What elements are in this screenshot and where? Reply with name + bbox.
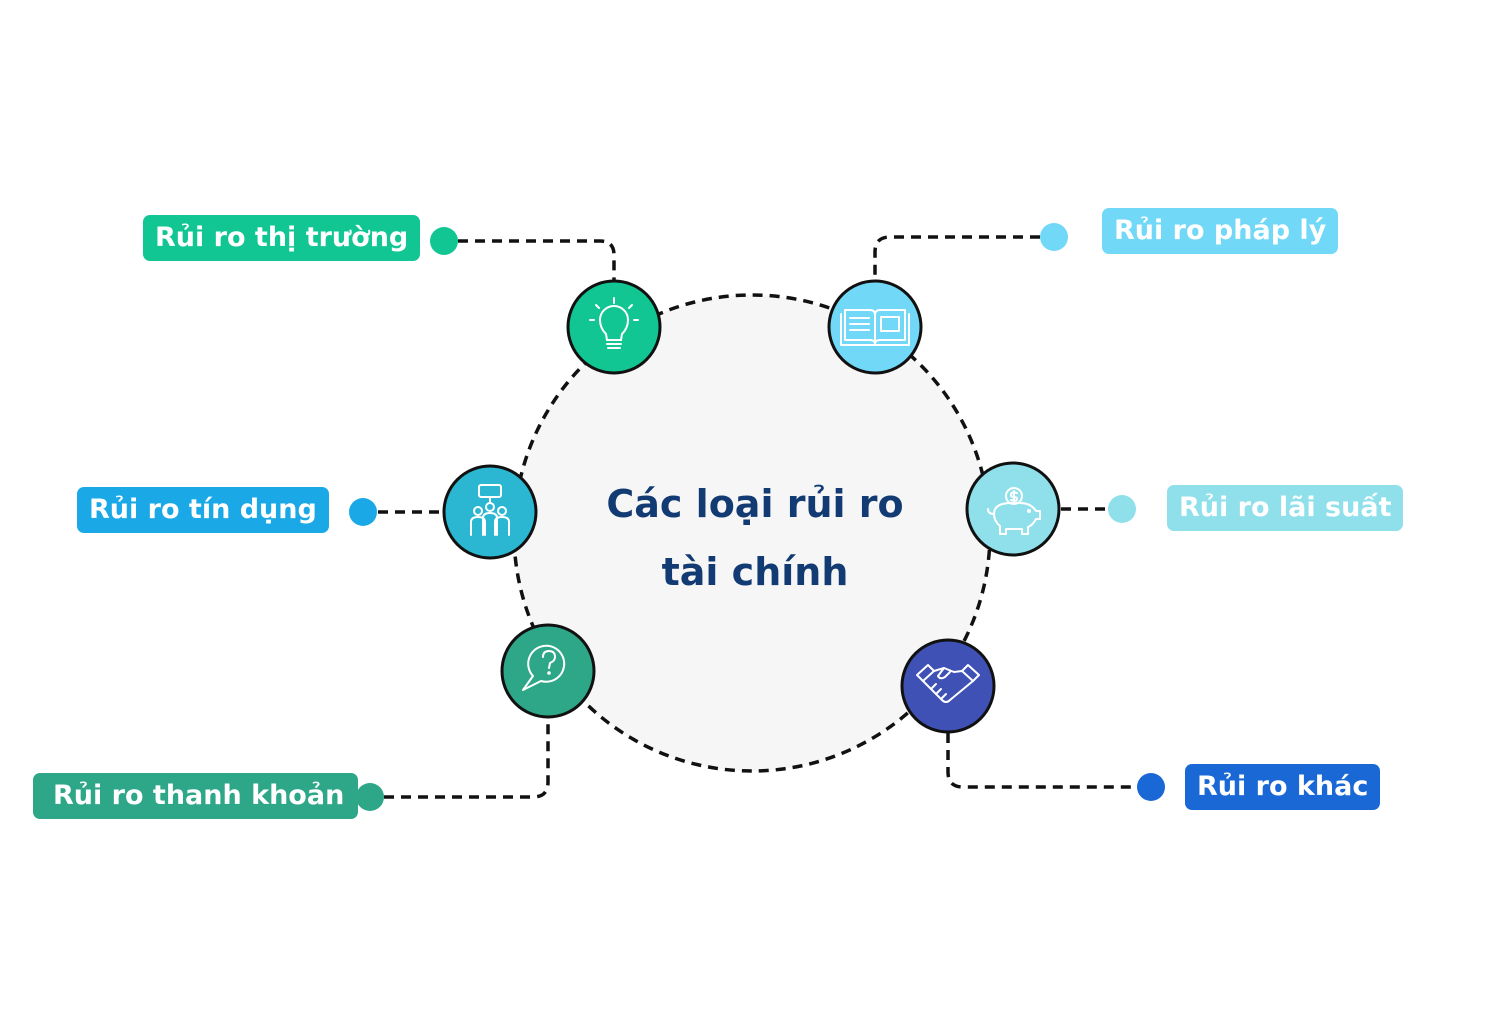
- label-interest-rate-risk: Rủi ro lãi suất: [1167, 485, 1404, 531]
- handshake-icon: [916, 664, 980, 703]
- dot-liquidity: [356, 783, 384, 811]
- people-network-icon: [470, 484, 510, 536]
- node-credit: [442, 464, 538, 560]
- open-book-icon: [840, 309, 910, 346]
- dot-market: [430, 227, 458, 255]
- label-credit-risk: Rủi ro tín dụng: [77, 487, 329, 533]
- label-legal-risk: Rủi ro pháp lý: [1102, 208, 1339, 254]
- title-line-2: tài chính: [661, 550, 849, 594]
- lightbulb-icon: [589, 297, 639, 349]
- connector-market: [458, 239, 616, 282]
- node-legal: [827, 279, 923, 375]
- node-liquidity: [500, 623, 596, 719]
- title-line-1: Các loại rủi ro: [606, 482, 904, 526]
- connector-other: [946, 733, 1138, 789]
- question-bubble-icon: [522, 644, 566, 691]
- connector-legal: [873, 235, 1040, 282]
- dot-legal: [1040, 223, 1068, 251]
- node-interest: [965, 461, 1061, 557]
- piggy-bank-icon: [987, 487, 1041, 535]
- diagram-title: Các loại rủi ro tài chính: [555, 470, 955, 606]
- dot-interest: [1108, 495, 1136, 523]
- connector-liquidity: [384, 718, 550, 799]
- dot-credit: [349, 498, 377, 526]
- node-other: [900, 638, 996, 734]
- dot-other: [1137, 773, 1165, 801]
- label-liquidity-risk: Rủi ro thanh khoản: [33, 773, 359, 819]
- node-market: [566, 279, 662, 375]
- label-other-risk: Rủi ro khác: [1185, 764, 1381, 810]
- label-market-risk: Rủi ro thị trường: [143, 215, 421, 261]
